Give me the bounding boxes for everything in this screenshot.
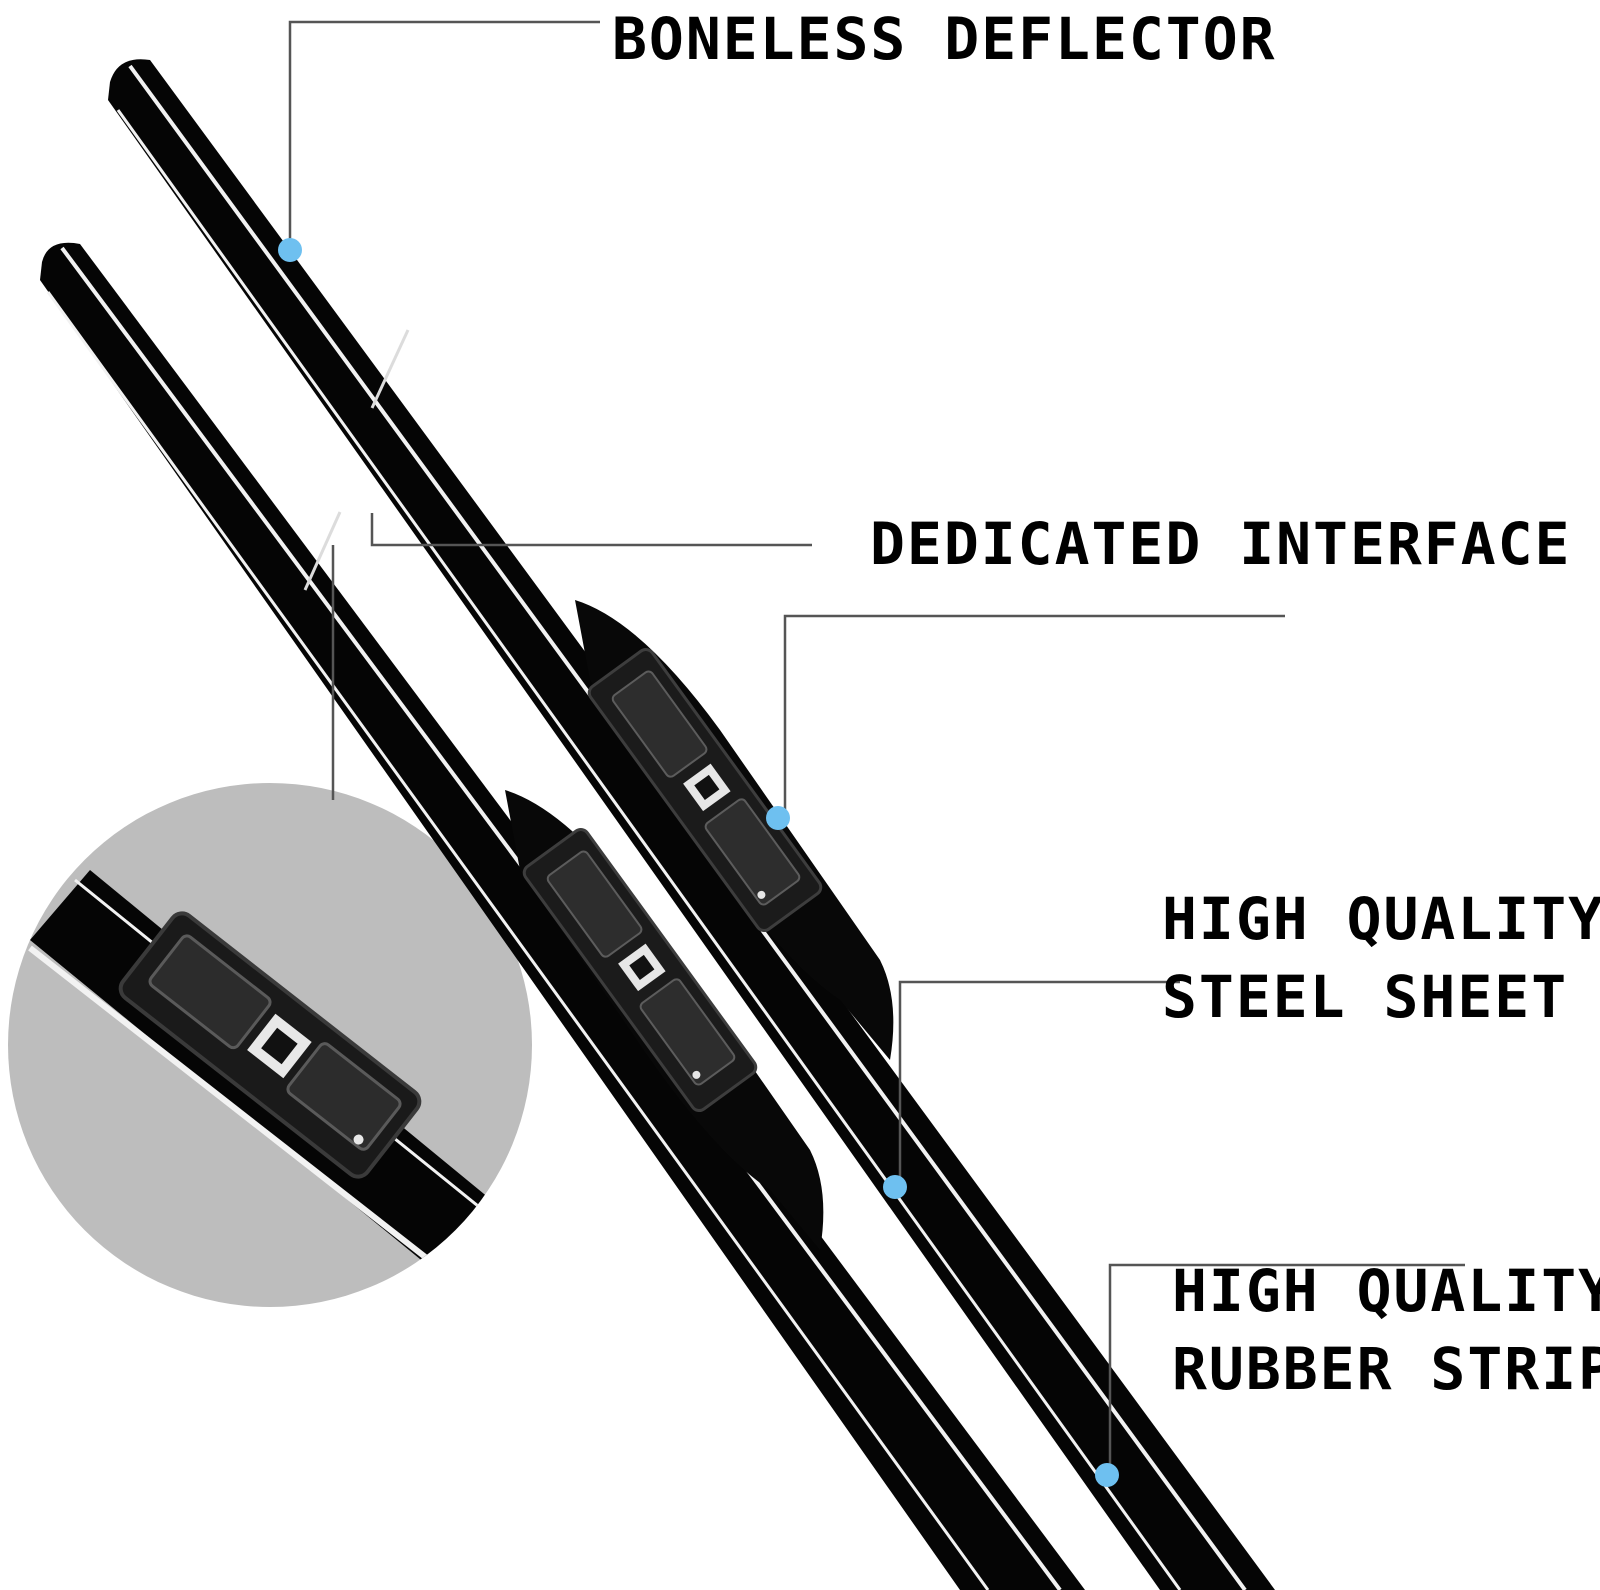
wiper-blade-icon	[40, 242, 1085, 1590]
callout-dedicated-interface-line-1: DEDICATED INTERFACE	[870, 510, 1572, 578]
callout-dedicated-interface: DEDICATED INTERFACE	[870, 505, 1571, 583]
callout-rubber-strip-line-2: RUBBER STRIP	[1172, 1335, 1600, 1403]
callout-rubber-strip-line-1: HIGH QUALITY	[1172, 1257, 1600, 1325]
callout-dot-icon	[766, 806, 790, 830]
leader-line-rubber	[1108, 1263, 1465, 1480]
callout-markers	[278, 238, 1119, 1487]
leader-line-interface	[783, 614, 1285, 820]
callout-dot-icon	[1095, 1463, 1119, 1487]
callout-boneless-deflector-line-1: BONELESS DEFLECTOR	[612, 5, 1277, 73]
leader-line-steel	[898, 980, 1180, 1190]
magnifier-circle-icon	[8, 783, 532, 1307]
wiper-blade-icon	[108, 59, 1275, 1590]
callout-boneless-deflector: BONELESS DEFLECTOR	[612, 0, 1277, 78]
leader-lines	[288, 20, 1465, 1480]
callout-steel-sheet-line-2: STEEL SHEET	[1162, 963, 1569, 1031]
callout-rubber-strip: HIGH QUALITY RUBBER STRIP	[1172, 1252, 1600, 1408]
callout-dot-icon	[278, 238, 302, 262]
callout-steel-sheet: HIGH QUALITY STEEL SHEET	[1162, 880, 1600, 1036]
leader-line-boneless	[288, 20, 600, 245]
callout-dot-icon	[883, 1175, 907, 1199]
leader-line-dedicated	[370, 513, 812, 547]
callout-steel-sheet-line-1: HIGH QUALITY	[1162, 885, 1600, 953]
